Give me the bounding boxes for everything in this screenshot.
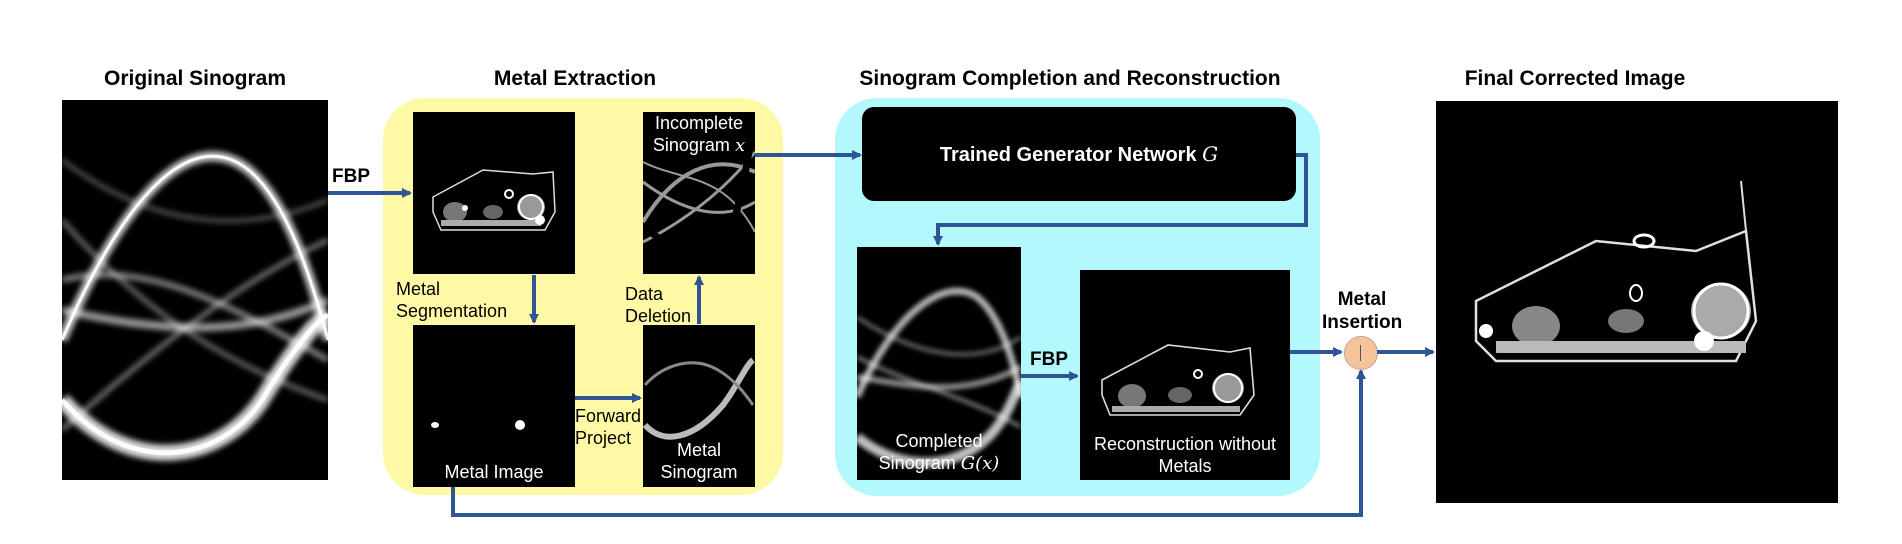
metal-insertion-label-2: Insertion bbox=[1322, 312, 1403, 333]
data-deletion-label-1: Data bbox=[625, 284, 664, 304]
fbp-label-2: FBP bbox=[1030, 349, 1068, 370]
incomplete-sinogram-word: Sinogram bbox=[652, 135, 730, 155]
data-deletion-label-2: Deletion bbox=[625, 306, 692, 326]
ct-image-with-metal bbox=[413, 112, 575, 274]
title-original-sinogram: Original Sinogram bbox=[103, 67, 287, 90]
completed-sinogram-word: Sinogram bbox=[878, 453, 956, 473]
incomplete-sinogram-label-2: Sinogram x bbox=[643, 134, 755, 157]
metal-sinogram-label-1: Metal bbox=[676, 440, 721, 460]
original-sinogram-image bbox=[62, 100, 328, 480]
incomplete-sinogram-image: Incomplete Sinogram x bbox=[643, 112, 755, 274]
completed-sinogram-var: G(x) bbox=[960, 453, 1000, 474]
fbp-label-1: FBP bbox=[332, 166, 370, 187]
final-corrected-image bbox=[1436, 101, 1838, 503]
completed-sinogram-label-1: Completed bbox=[895, 431, 983, 451]
reconstruction-without-metals-image: Reconstruction without Metals bbox=[1080, 270, 1290, 480]
title-final-corrected-image: Final Corrected Image bbox=[1464, 67, 1686, 90]
generator-network-text: Trained Generator Network bbox=[939, 144, 1197, 166]
reconstruction-label-2: Metals bbox=[1158, 456, 1212, 476]
incomplete-sinogram-var: x bbox=[734, 135, 746, 156]
forward-project-label-1: Forward bbox=[575, 406, 642, 426]
completed-sinogram-image: Completed Sinogram G(x) bbox=[857, 247, 1021, 480]
metal-segmentation-label-1: Metal bbox=[396, 279, 441, 299]
metal-sinogram-image: Metal Sinogram bbox=[643, 325, 755, 487]
incomplete-sinogram-label-1: Incomplete bbox=[654, 113, 744, 133]
generator-network-var: G bbox=[1202, 142, 1219, 166]
completed-sinogram-label-2: Sinogram G(x) bbox=[857, 452, 1021, 475]
junction-line bbox=[1360, 345, 1361, 361]
reconstruction-label-1: Reconstruction without bbox=[1093, 434, 1277, 454]
metal-segmentation-label-2: Segmentation bbox=[396, 301, 508, 321]
metal-image-label: Metal Image bbox=[444, 462, 544, 482]
metal-insertion-label-1: Metal bbox=[1337, 289, 1387, 310]
title-metal-extraction: Metal Extraction bbox=[493, 67, 657, 90]
forward-project-label-2: Project bbox=[575, 428, 632, 448]
generator-network-block: Trained Generator Network G bbox=[862, 107, 1296, 201]
metal-image: Metal Image bbox=[413, 325, 575, 487]
title-completion-reconstruction: Sinogram Completion and Reconstruction bbox=[859, 67, 1281, 90]
generator-network-label: Trained Generator Network G bbox=[862, 143, 1296, 166]
metal-sinogram-label-2: Sinogram bbox=[660, 462, 738, 482]
metal-insertion-junction bbox=[1344, 336, 1378, 370]
